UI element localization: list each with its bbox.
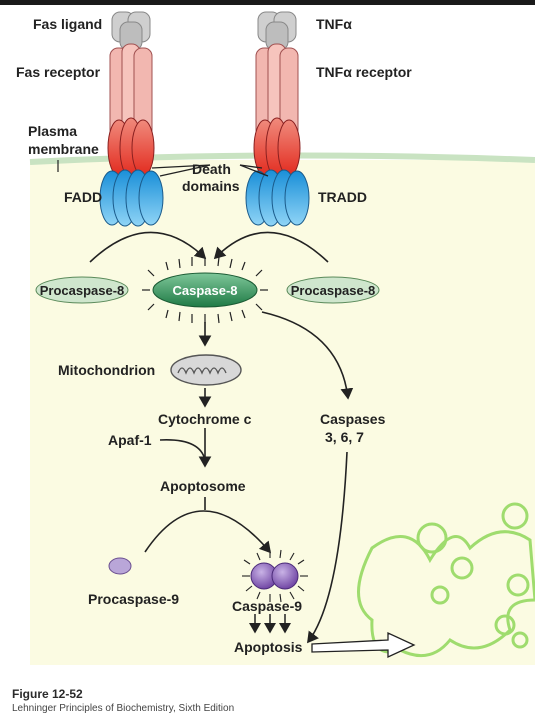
arrow-to-apoptotic-cell	[311, 631, 416, 659]
fadd-label: FADD	[64, 189, 102, 205]
arc-procaspase9-to-caspase9	[144, 510, 272, 554]
apaf1-label: Apaf-1	[108, 432, 152, 448]
tradd-label: TRADD	[318, 189, 367, 205]
domains-label: domains	[182, 178, 240, 194]
arrow-to-caspases	[261, 311, 354, 400]
top-bar	[0, 0, 535, 5]
death-domains-pointers	[151, 164, 269, 177]
procaspase8-right-label: Procaspase-8	[291, 283, 376, 298]
procaspase9-shape	[108, 557, 132, 575]
arrow-caspases-to-apoptosis	[307, 451, 348, 644]
fas-receptor-complex	[99, 11, 164, 227]
death-label: Death	[192, 161, 231, 177]
mitochondrion-shape	[170, 354, 242, 386]
caspase8-shape	[142, 256, 268, 324]
caspases-numbers-label: 3, 6, 7	[325, 429, 364, 445]
figure-caption: Lehninger Principles of Biochemistry, Si…	[12, 703, 235, 714]
fas-ligand-label: Fas ligand	[33, 16, 102, 32]
apaf1-curve	[159, 439, 206, 461]
caspase9-shape	[242, 549, 308, 603]
arc-fadd-to-caspase8	[89, 231, 207, 263]
caspase9-label: Caspase-9	[232, 598, 302, 614]
procaspase8-left-label: Procaspase-8	[40, 283, 125, 298]
arc-tradd-to-caspase8	[213, 231, 329, 263]
tnf-receptor-label: TNFα receptor	[316, 64, 412, 80]
procaspase8-left-shape	[35, 276, 129, 304]
tnf-label: TNFα	[316, 16, 352, 32]
mitochondrion-label: Mitochondrion	[58, 362, 155, 378]
plasma-label: Plasma	[28, 123, 77, 139]
membrane-label: membrane	[28, 141, 99, 157]
figure-number: Figure 12-52	[12, 687, 83, 701]
apoptotic-cell-shape	[357, 502, 535, 658]
caspases-label: Caspases	[320, 411, 386, 427]
caspase9-to-apoptosis-arrows	[249, 614, 291, 634]
cytochrome-label: Cytochrome c	[158, 411, 252, 427]
procaspase8-right-shape	[286, 276, 380, 304]
apoptosis-label: Apoptosis	[234, 639, 303, 655]
fas-receptor-label: Fas receptor	[16, 64, 101, 80]
procaspase9-label: Procaspase-9	[88, 591, 179, 607]
tnf-receptor-complex	[245, 11, 310, 227]
caspase8-label: Caspase-8	[172, 283, 237, 298]
apoptosome-label: Apoptosome	[160, 478, 246, 494]
